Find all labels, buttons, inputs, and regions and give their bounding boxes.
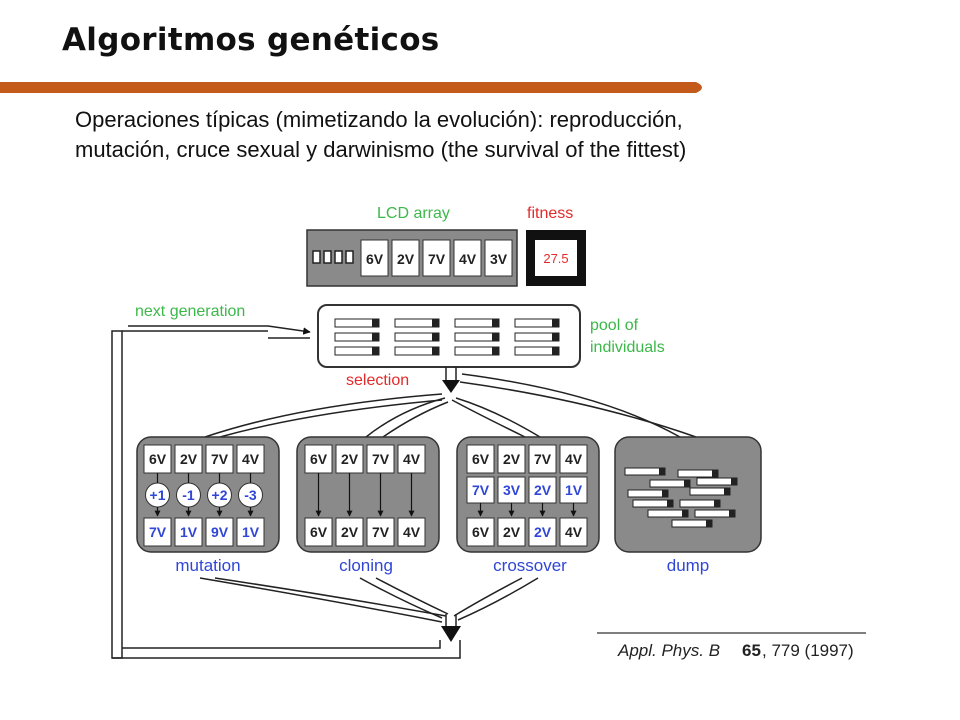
pool-box (317, 304, 581, 368)
mutation-bottom-4: 1V (242, 524, 260, 540)
fitness-label: fitness (527, 205, 573, 222)
mutation-label: mutation (175, 556, 240, 575)
lcd-cell-5: 3V (490, 251, 508, 267)
mutation-op-3: +2 (212, 487, 228, 503)
mutation-op-4: -3 (244, 487, 257, 503)
pool-label-line-1: pool of (590, 317, 639, 334)
crossover-bottom-2: 2V (503, 524, 521, 540)
crossover-middle-3: 2V (534, 482, 552, 498)
citation-rest: , 779 (1997) (762, 641, 854, 660)
subtitle-line-1: Operaciones típicas (mimetizando la evol… (75, 107, 683, 132)
crossover-bottom-4: 4V (565, 524, 583, 540)
fitness-value: 27.5 (543, 251, 568, 266)
mutation-op-1: +1 (150, 487, 166, 503)
crossover-middle-2: 3V (503, 482, 521, 498)
cloning-panel: 6V 2V 7V 4V 6V 2V 7V 4V (296, 436, 440, 553)
crossover-top-2: 2V (503, 451, 521, 467)
crossover-top-3: 7V (534, 451, 552, 467)
mutation-top-4: 4V (242, 451, 260, 467)
mutation-panel: 6V 2V 7V 4V +1 -1 +2 -3 7V 1V 9V 1V (136, 436, 280, 553)
crossover-label: crossover (493, 556, 567, 575)
merge-arrow (441, 614, 461, 642)
cloning-bottom-2: 2V (341, 524, 359, 540)
mutation-op-2: -1 (182, 487, 195, 503)
mutation-bottom-1: 7V (149, 524, 167, 540)
pool-label-line-2: individuals (590, 339, 665, 356)
cloning-top-4: 4V (403, 451, 421, 467)
cloning-bottom-4: 4V (403, 524, 421, 540)
lcd-cell-2: 2V (397, 251, 415, 267)
lcd-array-label: LCD array (377, 205, 450, 222)
feedback-loop (111, 325, 461, 659)
next-generation-label: next generation (135, 303, 245, 320)
lcd-cell-4: 4V (459, 251, 477, 267)
cloning-label: cloning (339, 556, 393, 575)
lcd-cell-3: 7V (428, 251, 446, 267)
citation-volume: 65 (742, 641, 761, 660)
accent-bar (0, 82, 702, 93)
crossover-middle-4: 1V (565, 482, 583, 498)
mutation-bottom-3: 9V (211, 524, 229, 540)
dump-panel (614, 436, 762, 553)
cloning-bottom-3: 7V (372, 524, 390, 540)
citation-journal: Appl. Phys. B (617, 641, 720, 660)
mutation-top-1: 6V (149, 451, 167, 467)
subtitle-line-2: mutación, cruce sexual y darwinismo (the… (75, 137, 687, 162)
crossover-panel: 6V 2V 7V 4V 7V 3V 2V 1V 6V 2V 2V 4V (456, 436, 600, 553)
crossover-top-4: 4V (565, 451, 583, 467)
merge-lines (199, 577, 539, 623)
fitness-box: 27.5 (526, 230, 586, 286)
cloning-top-3: 7V (372, 451, 390, 467)
distribution-fan (204, 373, 697, 438)
dump-label: dump (667, 556, 710, 575)
crossover-bottom-3: 2V (534, 524, 552, 540)
mutation-top-3: 7V (211, 451, 229, 467)
lcd-array: 6V 2V 7V 4V 3V (306, 229, 518, 287)
crossover-middle-1: 7V (472, 482, 490, 498)
citation: Appl. Phys. B 65 , 779 (1997) (597, 632, 866, 660)
lcd-cell-1: 6V (366, 251, 384, 267)
mutation-bottom-2: 1V (180, 524, 198, 540)
crossover-bottom-1: 6V (472, 524, 490, 540)
selection-arrow (442, 367, 460, 393)
cloning-bottom-1: 6V (310, 524, 328, 540)
cloning-top-1: 6V (310, 451, 328, 467)
mutation-top-2: 2V (180, 451, 198, 467)
crossover-top-1: 6V (472, 451, 490, 467)
selection-label: selection (346, 372, 409, 389)
slide-subtitle: Operaciones típicas (mimetizando la evol… (75, 105, 895, 165)
cloning-top-2: 2V (341, 451, 359, 467)
slide-title: Algoritmos genéticos (62, 22, 440, 58)
